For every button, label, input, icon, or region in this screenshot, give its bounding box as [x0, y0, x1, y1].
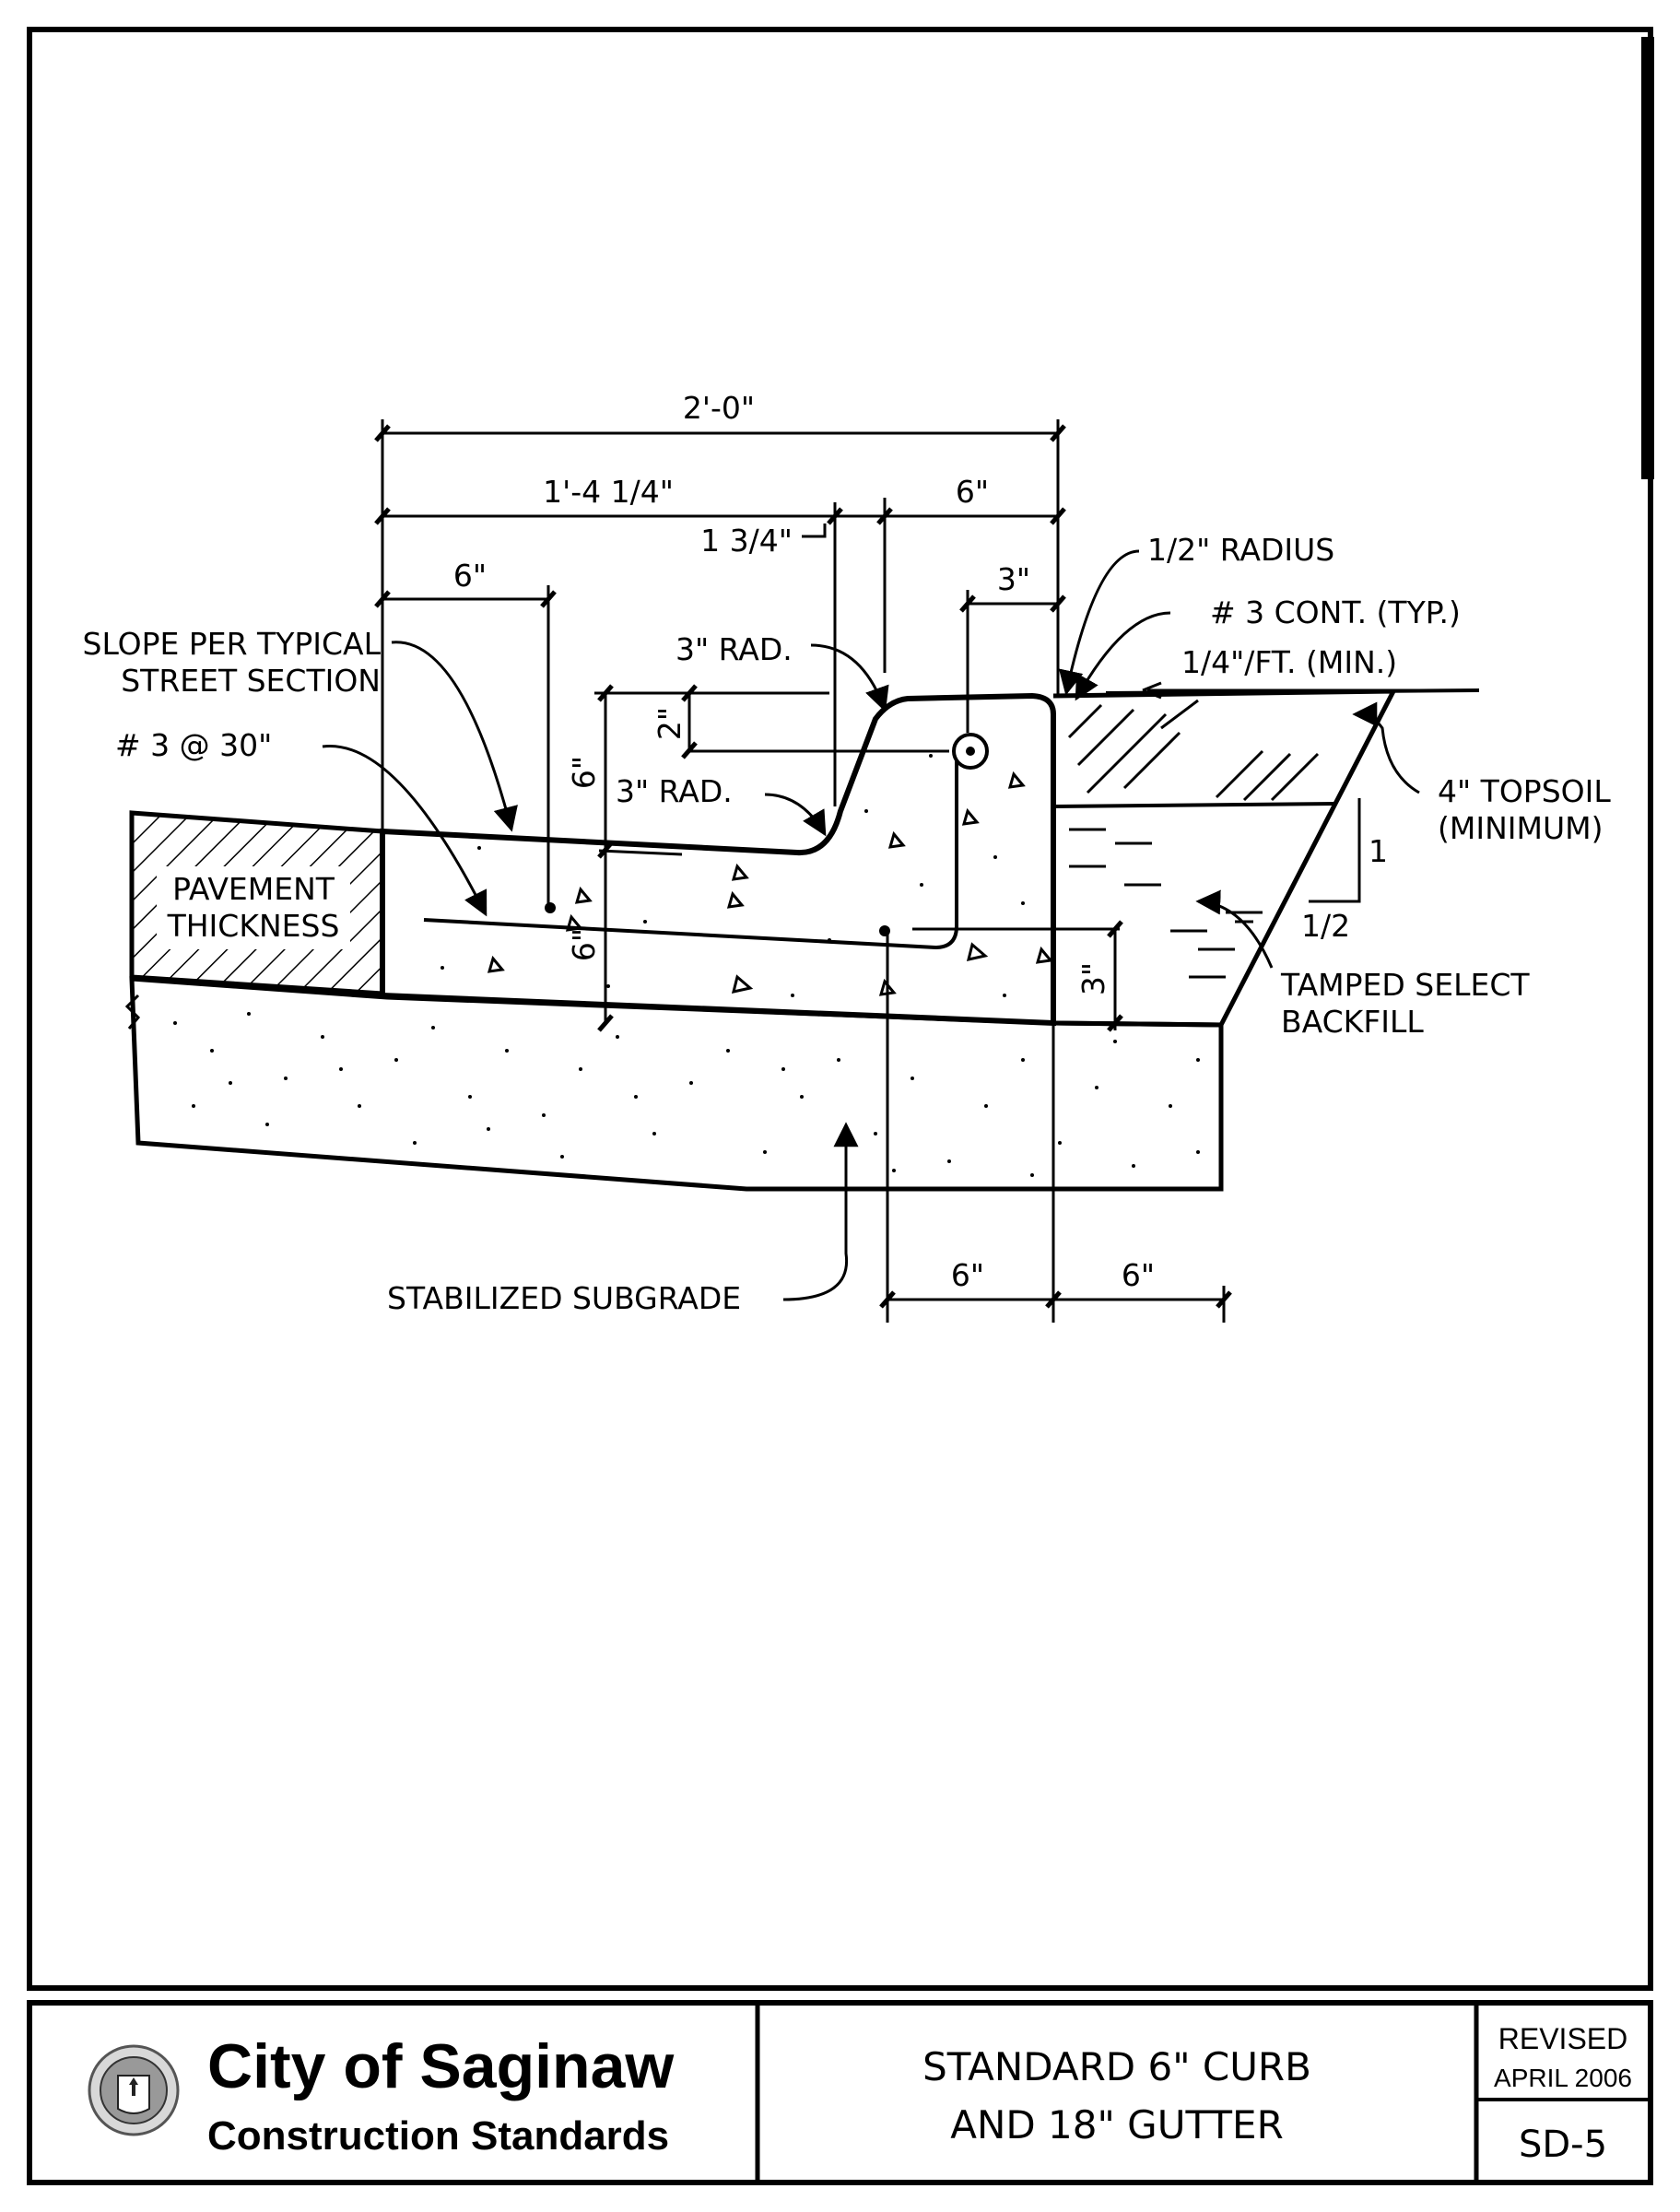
pavement-label-1: PAVEMENT [172, 871, 335, 907]
drawing-title-1: STANDARD 6" CURB [922, 2044, 1311, 2089]
revised-date: APRIL 2006 [1494, 2064, 1632, 2092]
subgrade-layer [124, 976, 1224, 1192]
pavement-block: PAVEMENT THICKNESS [129, 810, 385, 996]
callout-rad-top: 3" RAD. [676, 631, 793, 667]
callout-backfill-2: BACKFILL [1281, 1004, 1424, 1040]
callout-half-radius: 1/2" RADIUS [1147, 532, 1334, 568]
callout-backfill-1: TAMPED SELECT [1280, 967, 1530, 1003]
callout-cont-bar: # 3 CONT. (TYP.) [1210, 594, 1461, 630]
callout-slope-min: 1/4"/FT. (MIN.) [1181, 644, 1397, 680]
backfill-dashes [1069, 828, 1263, 979]
dim-curb-top: 6" [956, 474, 989, 510]
callout-rad-bottom: 3" RAD. [616, 773, 733, 809]
dim-bottom-right: 6" [1122, 1257, 1155, 1293]
dim-gutter-width: 1'-4 1/4" [543, 474, 674, 510]
callout-topsoil-1: 4" TOPSOIL [1438, 773, 1611, 809]
slope-ratio-triangle [1309, 798, 1361, 903]
subgrade-stipple [173, 1012, 1200, 1177]
drawing-title-2: AND 18" GUTTER [950, 2102, 1284, 2147]
leader-lines [322, 549, 1451, 1301]
callout-topsoil-2: (MINIMUM) [1438, 810, 1603, 846]
dimension-lines [374, 419, 1232, 1323]
city-seal-icon [88, 2044, 180, 2136]
city-subtitle: Construction Standards [207, 2113, 669, 2159]
dim-slab-depth: 6" [566, 928, 602, 961]
dim-rebar-offset: 3" [997, 561, 1030, 597]
dim-gutter-lip: 6" [453, 558, 487, 594]
slope-ratio-h: 1/2 [1301, 908, 1350, 944]
dim-curb-rise: 2" [652, 707, 687, 740]
concrete-aggregate [487, 771, 1053, 996]
curb-gutter-detail: PAVEMENT THICKNESS [83, 390, 1611, 1323]
pavement-label-2: THICKNESS [167, 908, 340, 944]
dim-overall: 2'-0" [683, 390, 755, 426]
callout-slope-2: STREET SECTION [121, 663, 381, 699]
slope-ratio-v: 1 [1369, 833, 1388, 869]
city-name: City of Saginaw [207, 2031, 675, 2101]
rebar-dot-1 [545, 902, 556, 913]
revised-label: REVISED [1498, 2022, 1627, 2055]
dim-bottom-left: 6" [951, 1257, 984, 1293]
topsoil-hatch [1067, 699, 1320, 802]
sheet-border [27, 27, 1654, 2185]
dim-back-depth: 3" [1075, 962, 1111, 995]
concrete-section [380, 692, 1056, 1027]
sheet-number: SD-5 [1519, 2124, 1607, 2166]
dim-batter: 1 3/4" [700, 523, 793, 559]
callout-subgrade: STABILIZED SUBGRADE [387, 1280, 741, 1316]
callout-bar-30: # 3 @ 30" [115, 727, 272, 763]
dim-gutter-depth: 6" [566, 756, 602, 789]
title-block: City of Saginaw Construction Standards S… [88, 2006, 1648, 2180]
rebar-30in [423, 756, 958, 950]
callout-slope-1: SLOPE PER TYPICAL [83, 626, 382, 662]
